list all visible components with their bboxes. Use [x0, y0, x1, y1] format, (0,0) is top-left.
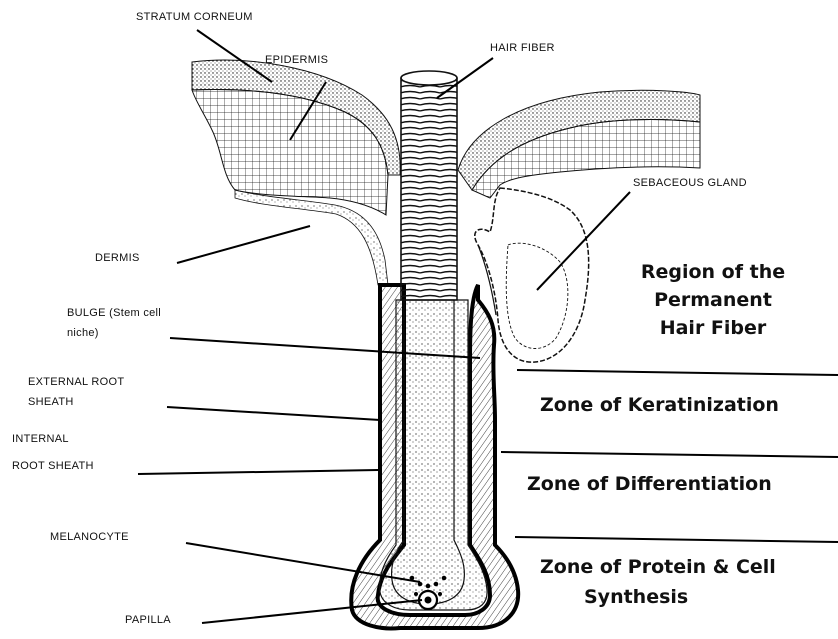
label-bulge-line2: niche) [67, 327, 99, 339]
zone-permanent-line1: Region of the [618, 258, 808, 286]
zone-permanent-line2: Permanent [618, 286, 808, 314]
zone-permanent-line3: Hair Fiber [618, 314, 808, 342]
label-external-root-sheath-line1: EXTERNAL ROOT [28, 376, 124, 388]
zone-keratinization: Zone of Keratinization [540, 394, 779, 416]
hair-fiber-tip [401, 71, 457, 85]
label-hair-fiber: HAIR FIBER [490, 42, 555, 54]
label-epidermis: EPIDERMIS [265, 54, 328, 66]
label-bulge-line1: BULGE (Stem cell [67, 307, 161, 319]
label-dermis: DERMIS [95, 252, 140, 264]
label-stratum-corneum: STRATUM CORNEUM [136, 11, 253, 23]
hair-fiber-shaft [401, 72, 457, 300]
label-external-root-sheath-line2: SHEATH [28, 396, 74, 408]
label-melanocyte: MELANOCYTE [50, 531, 129, 543]
label-papilla: PAPILLA [125, 614, 171, 626]
label-internal-root-sheath-line2: ROOT SHEATH [12, 460, 94, 472]
label-internal-root-sheath-line1: INTERNAL [12, 433, 69, 445]
zone-synthesis-line2: Synthesis [584, 586, 688, 608]
zone-synthesis-line1: Zone of Protein & Cell [540, 556, 776, 578]
label-sebaceous-gland: SEBACEOUS GLAND [633, 177, 747, 189]
zone-differentiation: Zone of Differentiation [527, 473, 772, 495]
